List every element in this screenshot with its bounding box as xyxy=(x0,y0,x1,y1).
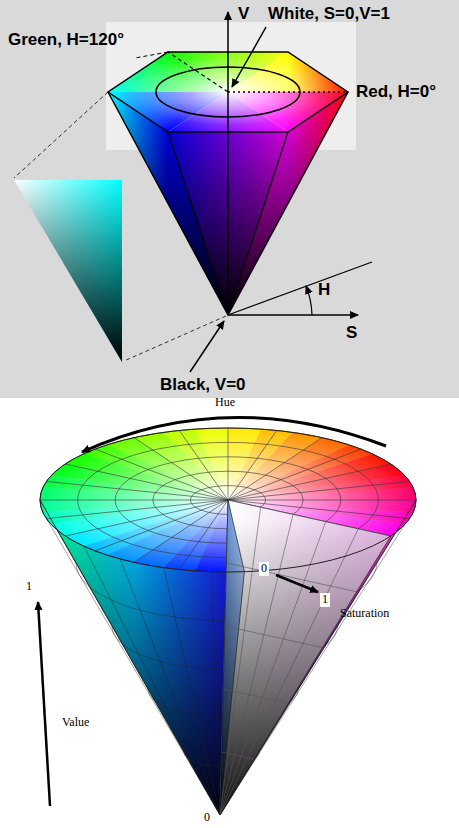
hue-arrow xyxy=(82,417,386,452)
grid-spoke xyxy=(228,449,361,500)
grid-spoke xyxy=(134,500,228,562)
cone-edge xyxy=(168,132,228,315)
grid-line xyxy=(84,546,220,815)
grid-spoke xyxy=(65,500,228,536)
cone-edge xyxy=(40,500,416,815)
pointer-arrow xyxy=(232,27,266,87)
cutaway xyxy=(220,500,391,815)
grid-spoke xyxy=(95,449,228,500)
hue-line xyxy=(228,262,372,315)
grid-spoke xyxy=(228,431,277,501)
axis-label: Value xyxy=(62,716,89,730)
axis-label: Hue xyxy=(215,396,235,410)
cut-grid xyxy=(222,752,255,759)
cut-shade xyxy=(220,500,391,815)
dotted-line xyxy=(228,91,348,93)
axis-label: Saturation xyxy=(340,607,389,621)
axis-label: V xyxy=(238,4,249,24)
cut-grid xyxy=(223,689,288,703)
dashed-line xyxy=(14,92,108,178)
grid-spoke xyxy=(228,428,229,500)
saturation-axis xyxy=(228,314,358,316)
grid-line xyxy=(212,572,220,815)
cut-face xyxy=(220,500,391,815)
scale-number: 1 xyxy=(26,580,32,594)
panel-ground xyxy=(0,0,459,398)
grid-spoke xyxy=(179,500,228,570)
cut-grid xyxy=(220,507,261,815)
grid-spoke xyxy=(65,464,228,500)
dashed-line xyxy=(135,52,168,58)
point-label: White, S=0,V=1 xyxy=(268,4,390,24)
grid-spoke xyxy=(228,481,410,500)
dashed-line xyxy=(168,52,228,92)
value-arrow xyxy=(38,602,50,806)
grid-line xyxy=(164,568,220,815)
axis-label: S xyxy=(346,323,357,343)
scale-number: 0 xyxy=(204,811,210,825)
grid-spoke xyxy=(134,438,228,500)
grid-spoke xyxy=(40,500,228,501)
scale-number: 0 xyxy=(259,562,269,576)
grid-line xyxy=(120,559,220,815)
point-label: Black, V=0 xyxy=(160,375,246,395)
cut-grid xyxy=(220,514,293,815)
grid-spoke xyxy=(179,431,228,501)
grid-spoke xyxy=(228,464,391,500)
scale-number: 1 xyxy=(320,593,330,607)
value-axis xyxy=(227,12,229,315)
hue-arc xyxy=(306,286,312,315)
hue-label: Green, H=120° xyxy=(8,30,124,50)
saturation-arrow xyxy=(276,575,318,592)
grid-spoke xyxy=(95,500,228,551)
hue-label: Red, H=0° xyxy=(356,82,436,102)
section-triangle xyxy=(14,180,122,362)
grid-spoke xyxy=(228,438,322,500)
cone-edge xyxy=(228,132,288,315)
grid-spoke xyxy=(46,481,228,500)
pointer-arrow xyxy=(190,321,224,372)
section-shade xyxy=(14,180,122,362)
dashed-line xyxy=(124,316,226,361)
axis-label: H xyxy=(318,280,330,300)
wheel-outline xyxy=(40,428,416,572)
grid-spoke xyxy=(228,500,416,501)
grid-spoke xyxy=(46,500,228,519)
cut-grid xyxy=(225,626,323,648)
cut-grid xyxy=(220,522,326,815)
